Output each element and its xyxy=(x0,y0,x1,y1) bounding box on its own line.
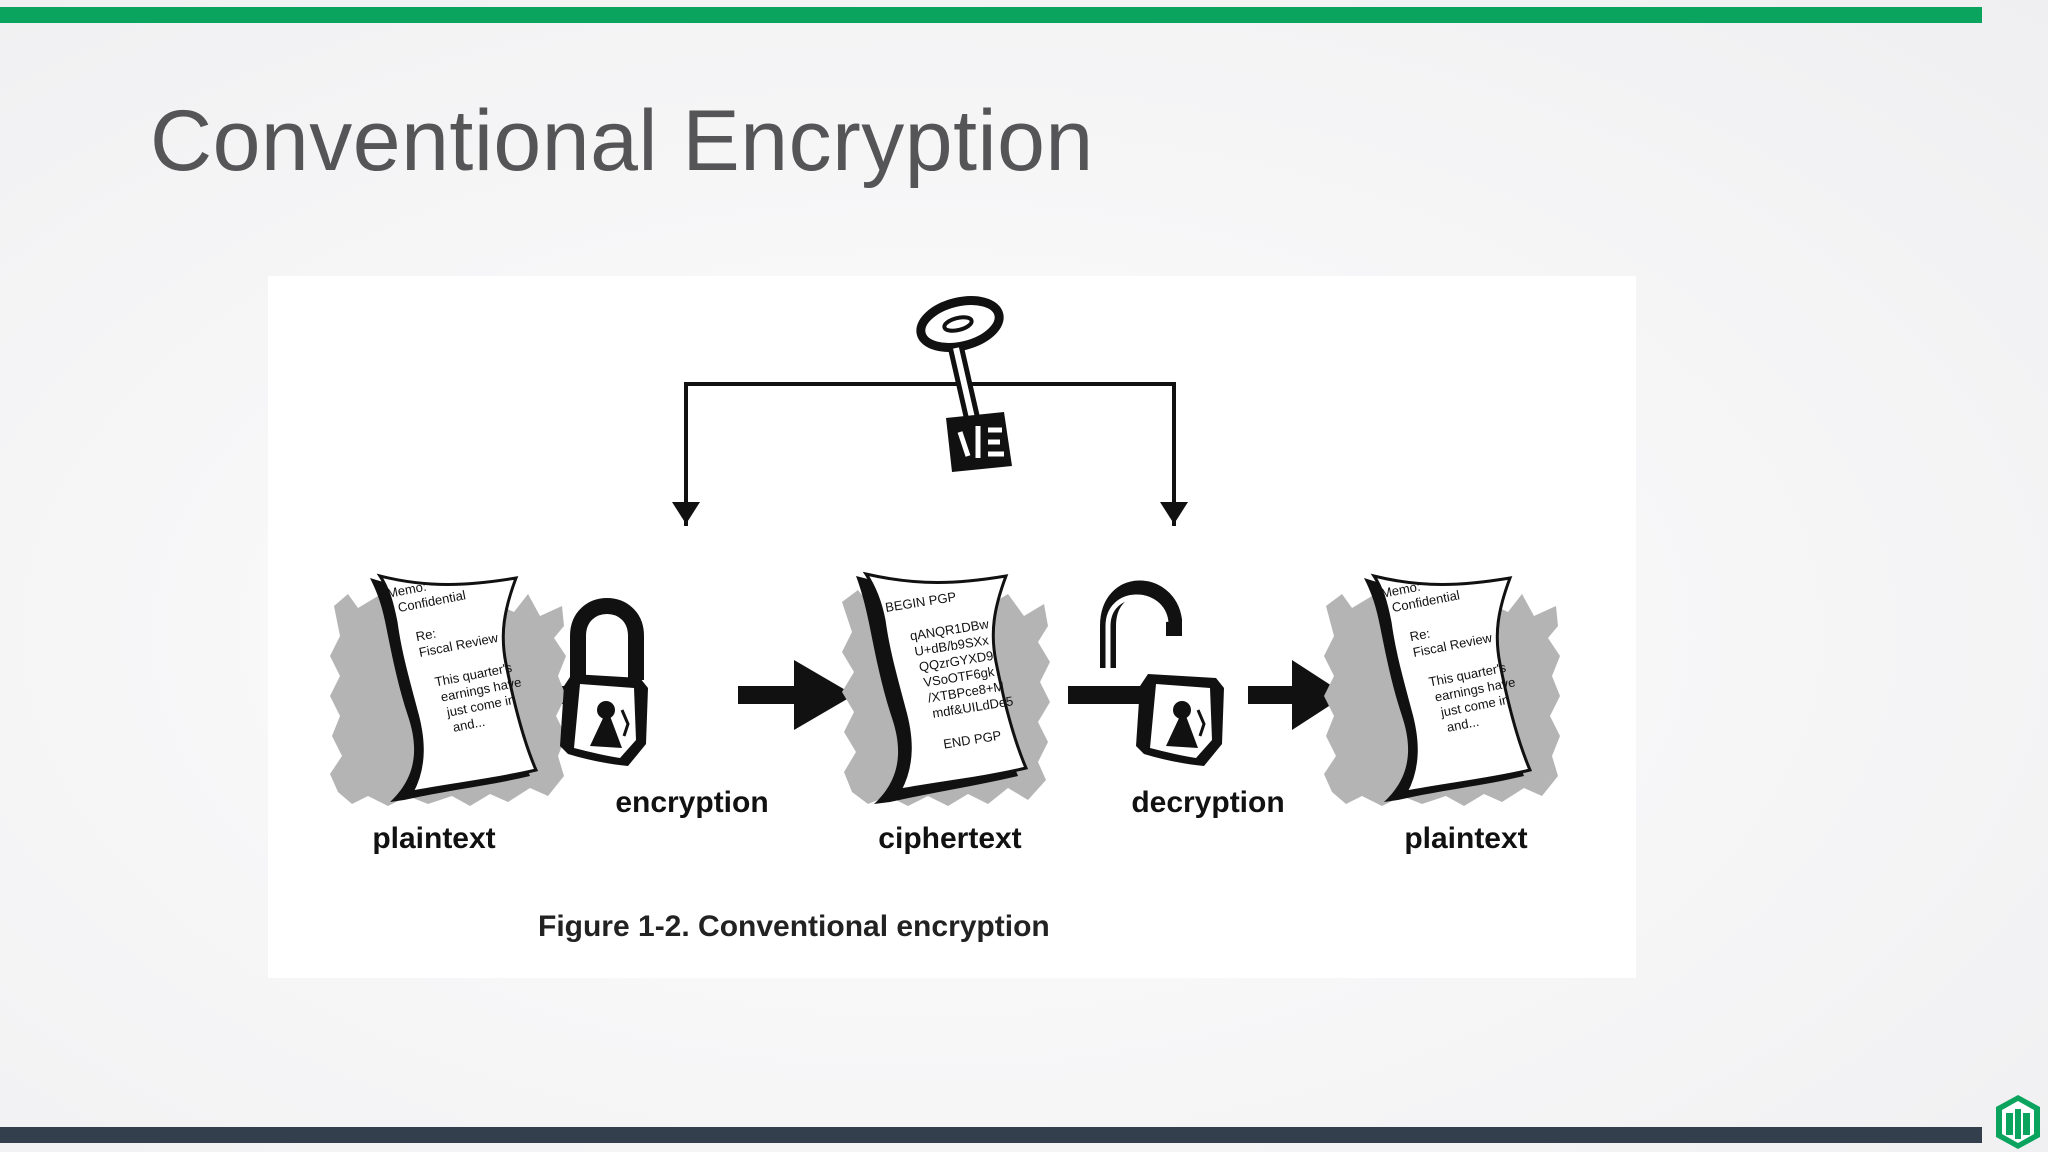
document-text-line: Memo: xyxy=(386,579,428,601)
document-text-line: and... xyxy=(1445,714,1480,735)
document-text-line: Re: xyxy=(415,626,438,645)
figure-caption: Figure 1-2. Conventional encryption xyxy=(538,910,1050,943)
lock-open-icon xyxy=(1100,580,1224,766)
arrow-down-decryption-icon xyxy=(1160,502,1188,524)
document-text-line: and... xyxy=(451,714,486,735)
label-decryption: decryption xyxy=(1131,786,1284,819)
key-distribution-lines xyxy=(684,382,1176,526)
lock-closed-icon xyxy=(560,598,648,766)
top-accent-bar xyxy=(0,7,1982,23)
label-encryption: encryption xyxy=(615,786,768,819)
label-plaintext-right: plaintext xyxy=(1404,822,1527,855)
document-text-line: Memo: xyxy=(1380,579,1422,601)
arrow-down-encryption-icon xyxy=(672,502,700,524)
brand-logo-icon xyxy=(1996,1095,2040,1149)
bottom-footer-bar xyxy=(0,1127,1982,1143)
document-text-line: Re: xyxy=(1409,626,1432,645)
label-plaintext-left: plaintext xyxy=(372,822,495,855)
key-icon xyxy=(916,296,1012,472)
ciphertext-document-icon: BEGIN PGPqANQR1DBwU+dB/b9SXxQQzrGYXD9VSo… xyxy=(842,571,1050,806)
label-ciphertext: ciphertext xyxy=(878,822,1021,855)
slide-title: Conventional Encryption xyxy=(150,93,1094,189)
